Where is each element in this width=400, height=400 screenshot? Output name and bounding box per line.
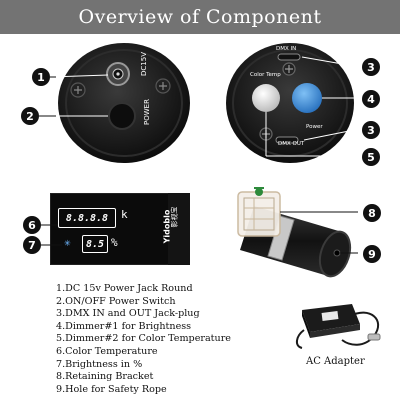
dmx-in-label: DMX IN: [276, 46, 297, 52]
dmx-out-label: DMX OUT: [278, 141, 305, 147]
color-temp-unit: k: [121, 208, 128, 221]
spec-item-6: 6.Color Temperature: [56, 345, 158, 357]
spec-item-2: 2.ON/OFF Power Switch: [56, 295, 176, 307]
device-left-photo: [58, 43, 190, 163]
callout-9: 9: [363, 245, 381, 263]
title-banner: Overview of Component: [0, 0, 400, 34]
spec-item-3: 3.DMX IN and OUT Jack-plug: [56, 308, 200, 320]
callout-7: 7: [23, 236, 41, 254]
color-temp-display: 8.8.8.8: [58, 208, 116, 228]
spec-item-9: 9.Hole for Safety Rope: [56, 383, 167, 395]
callout-3-dmx-in: 3: [362, 58, 380, 76]
callout-4: 4: [362, 90, 380, 108]
color-temp-label: Color Temp: [250, 72, 281, 78]
component-spec-list: 1.DC 15v Power Jack Round 2.ON/OFF Power…: [56, 283, 296, 396]
callout-6: 6: [23, 216, 41, 234]
spec-item-8: 8.Retaining Bracket: [56, 371, 154, 383]
sun-icon: ✳: [64, 236, 71, 249]
bracket-photo: [237, 187, 358, 278]
brightness-display: 8.5: [82, 235, 108, 253]
color-temp-digits: 8.8.8.8: [65, 212, 109, 224]
spec-item-5: 5.Dimmer#2 for Color Temperature: [56, 333, 231, 345]
callout-8: 8: [363, 204, 381, 222]
spec-item-4: 4.Dimmer#1 for Brightness: [56, 320, 192, 332]
brightness-unit: %: [111, 236, 118, 249]
callout-2: 2: [21, 107, 39, 125]
page-title: Overview of Component: [78, 6, 322, 28]
device-right-photo: [226, 43, 355, 163]
callout-5: 5: [362, 148, 380, 166]
power-knob-label: Power: [306, 124, 323, 130]
ac-adapter-photo: [296, 304, 381, 349]
callout-1: 1: [32, 68, 50, 86]
callout-3-dmx-out: 3: [362, 121, 380, 139]
spec-item-1: 1.DC 15v Power Jack Round: [56, 283, 193, 294]
display-panel-photo: [50, 193, 190, 265]
spec-item-7: 7.Brightness in %: [56, 358, 143, 370]
brightness-digits: 8.5: [85, 238, 105, 250]
ac-adapter-caption: AC Adapter: [306, 356, 365, 367]
